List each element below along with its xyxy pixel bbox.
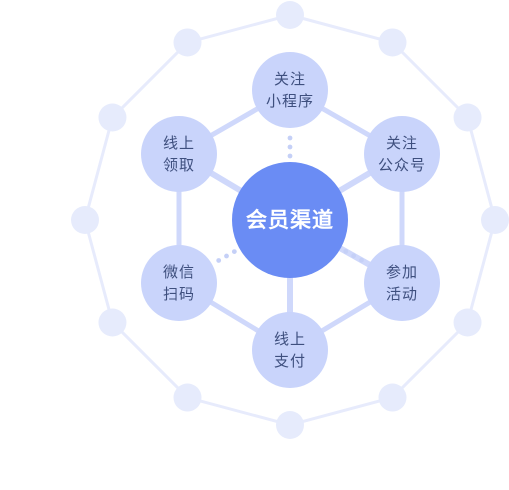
channel-label: 线上 xyxy=(274,330,306,348)
channel-node-circle xyxy=(364,116,440,192)
channel-label: 关注 xyxy=(274,70,306,88)
channel-label: 支付 xyxy=(274,352,306,370)
connector-dot xyxy=(224,253,229,259)
channel-label: 参加 xyxy=(386,263,418,281)
dotted-connectors xyxy=(216,135,364,263)
channel-node-circle xyxy=(364,245,440,321)
connector-dot xyxy=(287,153,293,159)
center-node: 会员渠道 xyxy=(232,162,348,278)
outer-ring-dot xyxy=(173,28,202,57)
channel-label: 小程序 xyxy=(266,92,314,110)
channel-label: 微信 xyxy=(163,263,195,281)
outer-ring-dot xyxy=(481,206,509,234)
connector-dot xyxy=(343,248,349,254)
channel-label: 线上 xyxy=(163,134,195,152)
connector-dot xyxy=(287,144,293,150)
center-circle xyxy=(232,162,348,278)
channel-label: 公众号 xyxy=(378,156,426,174)
outer-ring-dot xyxy=(98,308,127,337)
outer-ring-dot xyxy=(453,103,482,132)
channel-label: 扫码 xyxy=(163,285,195,303)
channel-label: 关注 xyxy=(386,134,418,152)
channel-node-circle xyxy=(141,116,217,192)
channel-label: 领取 xyxy=(163,156,195,174)
center-label: 会员渠道 xyxy=(246,208,334,232)
outer-ring-dot xyxy=(378,28,407,57)
outer-ring-dot xyxy=(71,206,99,234)
channel-node-circle xyxy=(252,312,328,388)
outer-ring xyxy=(71,1,509,439)
outer-ring-dot xyxy=(98,103,127,132)
outer-ring-dot xyxy=(378,383,407,412)
connector-dot xyxy=(359,257,364,263)
connector-dot xyxy=(287,135,293,141)
outer-ring-dot xyxy=(276,411,304,439)
connector-dot xyxy=(351,253,357,259)
outer-ring-dot xyxy=(453,308,482,337)
connector-dot xyxy=(231,249,237,254)
outer-ring-dot xyxy=(173,383,202,412)
connector-dot xyxy=(216,258,222,263)
channel-label: 活动 xyxy=(386,285,418,303)
channel-node-circle xyxy=(141,245,217,321)
channel-node-circle xyxy=(252,52,328,128)
outer-ring-dot xyxy=(276,1,304,29)
